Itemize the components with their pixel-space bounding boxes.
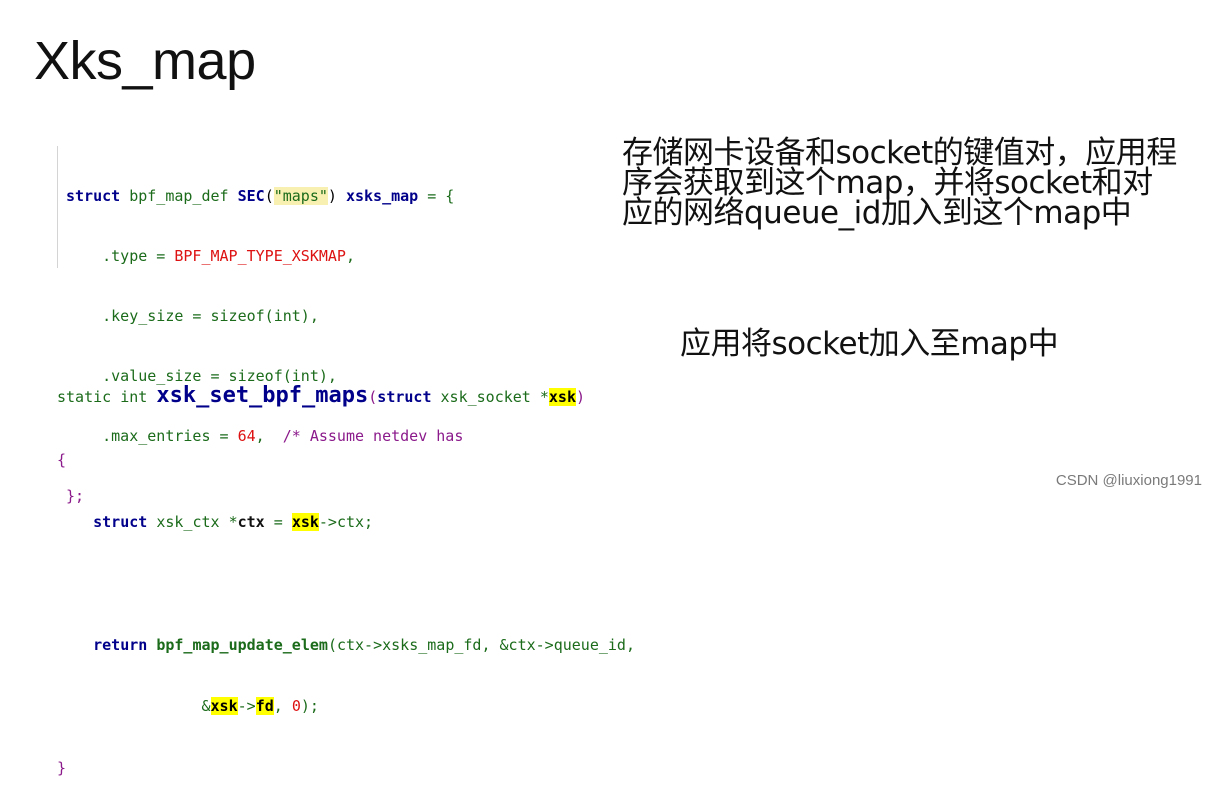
keyword: struct [377,388,432,406]
code-line: static int xsk_set_bpf_maps(struct xsk_s… [57,383,697,409]
code-block-xsk-set-bpf-maps: static int xsk_set_bpf_maps(struct xsk_s… [57,342,697,799]
watermark: CSDN @liuxiong1991 [1055,472,1202,489]
paren: ( [368,388,378,406]
highlighted-var: xsk [210,697,238,715]
indent [57,513,93,531]
code-line: { [57,451,67,469]
field: .max_entries = [66,427,238,445]
number: 0 [291,697,301,715]
code-line: .key_size = sizeof(int), [66,307,319,325]
function-name: xsk_set_bpf_maps [156,383,369,408]
type-name: xsk_socket * [431,388,549,406]
code-line: .type = BPF_MAP_TYPE_XSKMAP, [66,246,509,266]
paren: ) [575,388,586,406]
space [147,636,156,654]
punct: , [273,697,292,715]
code-line: .max_entries = 64, /* Assume netdev has [66,426,509,446]
number: 64 [237,427,256,445]
keyword: return [93,635,148,654]
function-call: bpf_map_update_elem [156,635,328,654]
arguments: (ctx->xsks_map_fd, &ctx->queue_id, [327,635,635,654]
code-line: return bpf_map_update_elem(ctx->xsks_map… [57,635,697,656]
operator: & [201,697,211,715]
code-line: &xsk->fd, 0); [57,696,697,717]
highlighted-field: fd [255,697,274,715]
operator: = [264,512,292,531]
explanation-text: 存储网卡设备和socket的键值对，应用程序会获取到这个map，并将socket… [622,135,1177,231]
expression: ->ctx; [318,512,374,531]
code-block-xsks-map-def: struct bpf_map_def SEC("maps") xsks_map … [57,146,509,505]
keyword: static int [57,388,157,406]
punct: ); [300,697,319,715]
type-name: bpf_map_def [120,187,238,205]
variable-name: ctx [237,512,265,531]
string-literal: "maps" [273,187,328,205]
punct: , [255,427,283,445]
indent [57,636,93,654]
paren: ) [327,187,346,205]
keyword: struct [66,187,121,205]
macro-name: SEC [237,187,265,205]
explanation-text-secondary: 应用将socket加入至map中 [680,326,1059,362]
highlighted-var: xsk [291,512,319,531]
paren: ( [264,187,274,205]
code-line: } [57,758,67,777]
field: .type = [66,247,175,265]
code-line: .value_size = sizeof(int), [66,367,337,385]
indent [57,697,202,715]
comment: /* Assume netdev has [282,427,464,445]
constant: BPF_MAP_TYPE_XSKMAP [174,247,346,265]
code-line-blank [57,573,697,594]
highlighted-param: xsk [548,388,576,406]
code-line: struct bpf_map_def SEC("maps") xsks_map … [66,186,509,206]
code-line: struct xsk_ctx *ctx = xsk->ctx; [57,512,697,533]
type-name: xsk_ctx * [147,512,238,531]
keyword: struct [93,512,148,531]
slide-title: Xks_map [34,31,256,91]
punct: , [345,247,355,265]
operator: = { [418,187,455,205]
variable-name: xsks_map [345,187,419,205]
operator: -> [237,697,256,715]
